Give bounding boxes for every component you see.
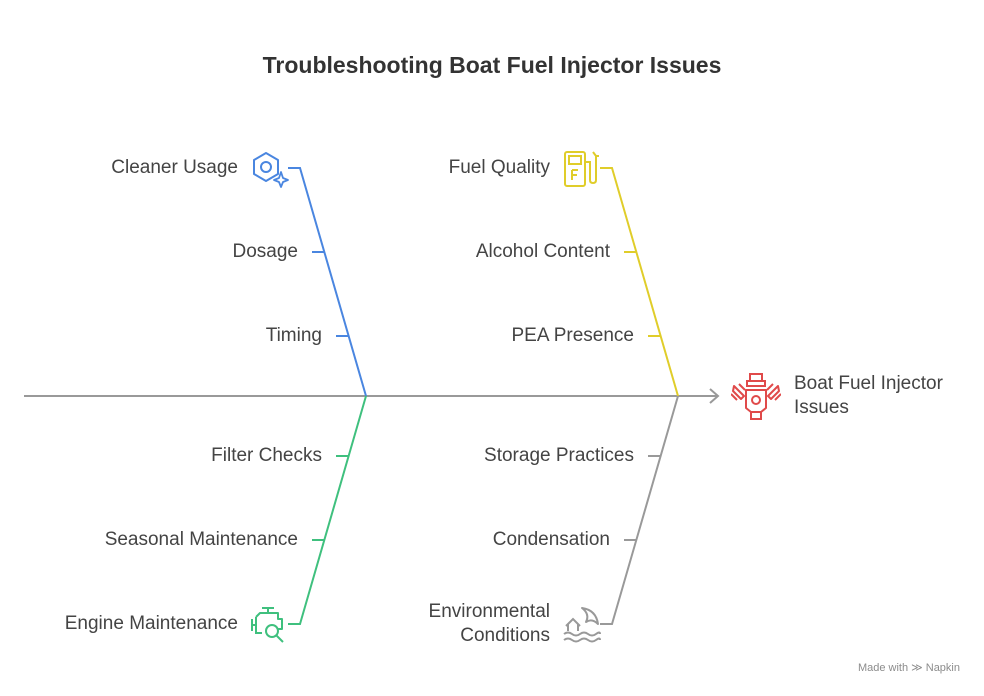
category-label-environmental-conditions: Environmental Conditions [428, 601, 550, 646]
made-with-napkin: Made with ≫ Napkin [858, 661, 960, 674]
fuel-pump-icon [564, 151, 599, 187]
effect-label: Boat Fuel Injector Issues [794, 373, 943, 418]
cause-label-filter-checks: Filter Checks [211, 445, 322, 466]
cause-label-seasonal-maintenance: Seasonal Maintenance [104, 529, 298, 550]
engine-search-icon [251, 607, 284, 643]
bone-fuel-quality [600, 167, 679, 397]
bone-environmental-conditions [600, 395, 679, 625]
house-waves-icon [563, 607, 601, 643]
napkin-brand-text: Napkin [925, 662, 960, 674]
cause-label-storage-practices: Storage Practices [484, 445, 634, 466]
hex-nut-sparkle-icon [253, 152, 289, 188]
cause-label-pea-presence: PEA Presence [511, 325, 634, 346]
page-title: Troubleshooting Boat Fuel Injector Issue… [262, 52, 722, 78]
category-label-cleaner-usage: Cleaner Usage [111, 157, 238, 178]
bone-cleaner-usage [288, 167, 367, 397]
engine-injector-icon [731, 373, 781, 420]
category-label-fuel-quality: Fuel Quality [448, 157, 550, 178]
napkin-logo-icon: ≫ [911, 662, 923, 674]
cause-label-alcohol-content: Alcohol Content [475, 241, 610, 262]
spine-arrowhead [709, 388, 720, 404]
cause-label-timing: Timing [265, 325, 322, 346]
category-label-engine-maintenance: Engine Maintenance [64, 613, 238, 634]
cause-label-dosage: Dosage [232, 241, 299, 262]
cause-label-condensation: Condensation [492, 529, 610, 550]
bone-engine-maintenance [288, 395, 367, 625]
made-with-text: Made with [857, 662, 909, 674]
